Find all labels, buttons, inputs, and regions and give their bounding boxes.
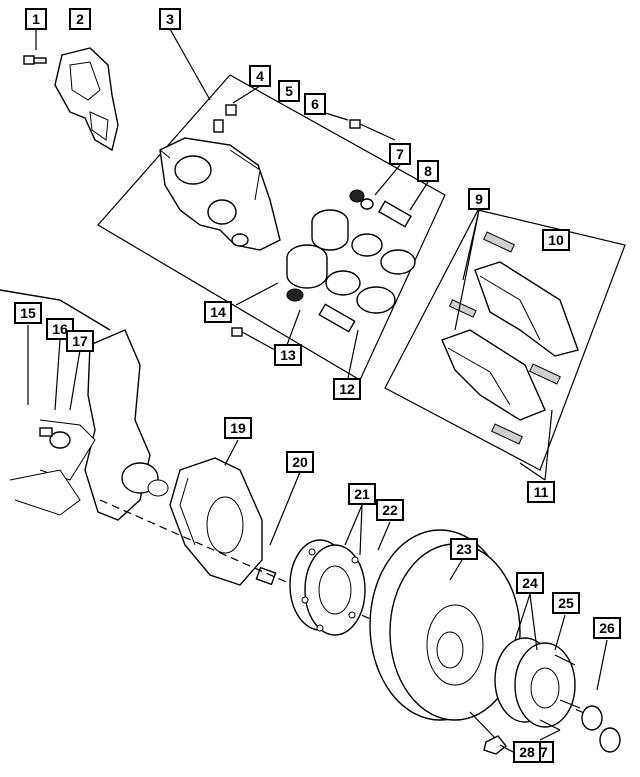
callout-label: 28 [519, 744, 535, 760]
lower-boot-parts [286, 288, 356, 333]
callout-label: 19 [230, 420, 246, 436]
callout-label: 15 [20, 305, 36, 321]
brake-rotor-part [369, 529, 521, 721]
callout-label: 1 [32, 11, 40, 27]
callout-17: 17 [66, 330, 94, 352]
callout-24: 24 [516, 572, 544, 594]
callout-label: 6 [311, 96, 319, 112]
callout-28: 28 [513, 741, 541, 763]
hub-bearing-part [494, 637, 581, 731]
callout-label: 25 [558, 595, 574, 611]
caliper-body-part [159, 137, 281, 251]
callout-19: 19 [224, 417, 252, 439]
callout-14: 14 [204, 301, 232, 323]
callout-23: 23 [450, 538, 478, 560]
callout-label: 3 [166, 11, 174, 27]
lower-guide-bolt-part [231, 327, 276, 351]
callout-12: 12 [333, 378, 361, 400]
callout-label: 24 [522, 575, 538, 591]
callout-label: 26 [599, 620, 615, 636]
splash-shield-part [169, 457, 277, 586]
bolt-part [23, 55, 47, 65]
callout-4: 4 [249, 65, 271, 87]
callout-label: 9 [475, 191, 483, 207]
callout-3: 3 [159, 8, 181, 30]
steering-knuckle-part [0, 289, 169, 521]
callout-5: 5 [278, 80, 300, 102]
callout-22: 22 [376, 499, 404, 521]
callout-label: 8 [424, 163, 432, 179]
washer-nut-part [483, 705, 621, 755]
callout-15: 15 [14, 302, 42, 324]
caliper-bracket-part [54, 47, 119, 152]
callout-label: 14 [210, 304, 226, 320]
callout-8: 8 [417, 160, 439, 182]
callout-7: 7 [389, 143, 411, 165]
piston-seal-parts [325, 233, 416, 314]
callout-label: 16 [52, 321, 68, 337]
callout-label: 4 [256, 68, 264, 84]
callout-label: 11 [534, 484, 549, 500]
caliper-piston-parts [286, 209, 349, 289]
callout-label: 17 [72, 333, 88, 349]
brake-pads-part [441, 231, 579, 445]
callout-6: 6 [304, 93, 326, 115]
callout-1: 1 [25, 8, 47, 30]
callout-label: 5 [285, 83, 293, 99]
callout-20: 20 [286, 451, 314, 473]
callout-label: 23 [456, 541, 472, 557]
leader-lines [27, 28, 608, 753]
callout-label: 10 [548, 232, 564, 248]
callout-label: 13 [280, 347, 296, 363]
caliper-kit-frame [97, 74, 446, 381]
bleeder-screw-part [213, 104, 237, 133]
callout-25: 25 [552, 592, 580, 614]
callout-label: 7 [396, 146, 404, 162]
boot-bushing-parts [349, 189, 412, 228]
callout-label: 21 [354, 486, 370, 502]
callout-2: 2 [69, 8, 91, 30]
brake-pad-frame [384, 209, 626, 471]
guide-bolt-part [349, 119, 396, 141]
callout-13: 13 [274, 344, 302, 366]
callout-label: 22 [382, 502, 398, 518]
callout-9: 9 [468, 188, 490, 210]
callout-label: 2 [76, 11, 84, 27]
callout-10: 10 [542, 229, 570, 251]
callout-label: 20 [292, 454, 308, 470]
callout-11: 11 [527, 481, 555, 503]
tone-ring-hub-part [289, 539, 366, 636]
callout-label: 12 [339, 381, 355, 397]
callout-26: 26 [593, 617, 621, 639]
callout-21: 21 [348, 483, 376, 505]
